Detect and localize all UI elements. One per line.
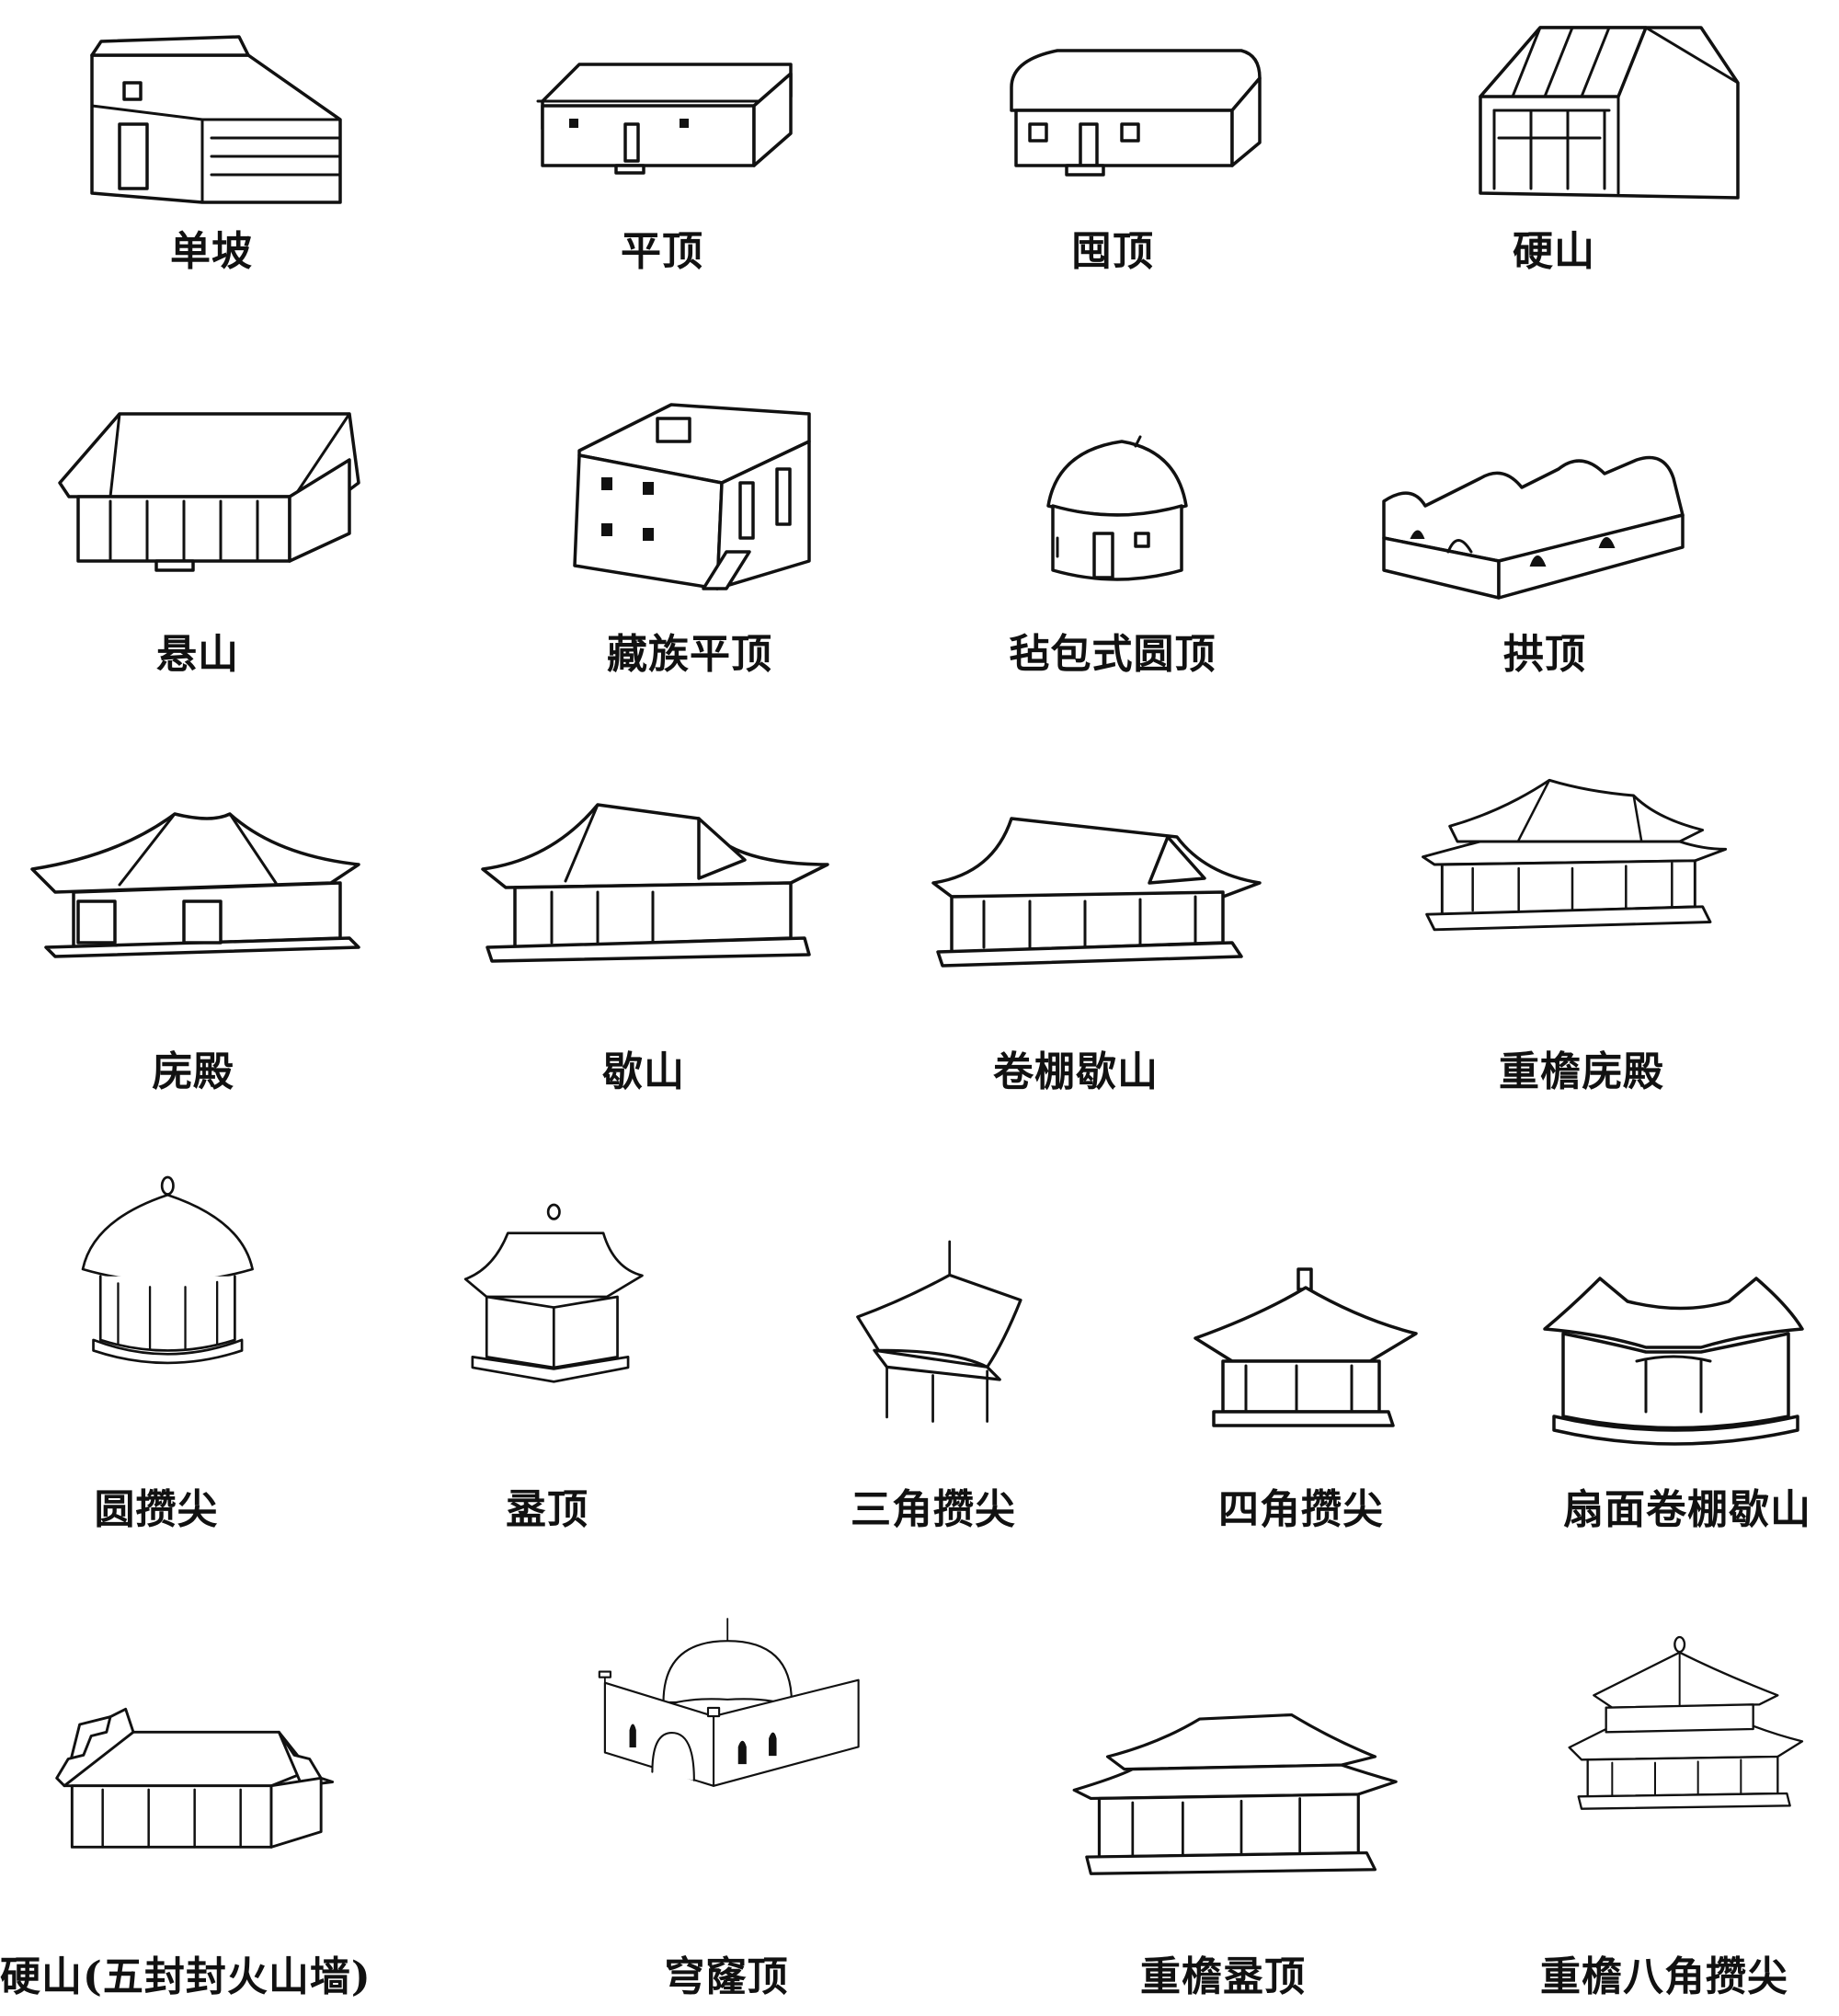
label-zhan-bao-yuan-ding: 毡包式圆顶 xyxy=(1009,631,1216,678)
illustration-zhan-bao xyxy=(1021,432,1388,616)
label-san-jiao-cuan-jian: 三角攒尖 xyxy=(851,1486,1016,1533)
label-lu-ding: 盝顶 xyxy=(506,1486,588,1533)
label-shan-mian-juan-peng-xie-shan: 扇面卷棚歇山 xyxy=(1563,1486,1811,1533)
label-xuan-shan: 悬山 xyxy=(156,631,239,678)
illustration-chong-yan-lu-ding xyxy=(1057,1711,1425,1895)
illustration-san-jiao-cuan-jian xyxy=(837,1240,1205,1426)
label-xie-shan: 歇山 xyxy=(602,1048,685,1095)
label-ping-ding: 平顶 xyxy=(621,228,703,275)
label-zang-zu-ping-ding: 藏族平顶 xyxy=(607,631,772,678)
label-si-jiao-cuan-jian: 四角攒尖 xyxy=(1218,1486,1384,1533)
illustration-lu-ding xyxy=(423,1203,791,1389)
illustration-zang-zu-ping-ding xyxy=(570,403,938,590)
illustration-qiong-lu-ding xyxy=(524,1618,892,1803)
label-chong-yan-ba-jiao-cuan-jian: 重檐八角攒尖 xyxy=(1540,1953,1788,2000)
label-juan-peng-xie-shan: 卷棚歇山 xyxy=(993,1048,1159,1095)
label-chong-yan-lu-ding: 重檐盝顶 xyxy=(1140,1953,1306,2000)
illustration-dan-po xyxy=(74,18,441,204)
illustration-juan-peng-xie-shan xyxy=(929,817,1296,1002)
illustration-xie-shan xyxy=(478,800,846,984)
illustration-si-jiao-cuan-jian xyxy=(1194,1267,1563,1453)
illustration-ying-shan xyxy=(1462,9,1830,200)
label-jiong-ding: 囤顶 xyxy=(1071,228,1154,275)
illustration-wu-dian xyxy=(28,809,395,993)
illustration-ping-ding xyxy=(515,37,883,221)
illustration-xuan-shan xyxy=(55,405,423,589)
label-qiong-lu-ding: 穹窿顶 xyxy=(664,1953,789,2000)
illustration-chong-yan-ba-jiao xyxy=(1508,1635,1839,1821)
illustration-jiong-ding xyxy=(993,28,1361,212)
illustration-shan-mian xyxy=(1543,1277,1839,1462)
illustration-chong-yan-wu-dian xyxy=(1388,773,1756,956)
label-ying-shan-feng-huo: 硬山(五封封火山墙) xyxy=(0,1953,371,2000)
label-yuan-cuan-jian: 圆攒尖 xyxy=(94,1486,219,1533)
label-dan-po: 单坡 xyxy=(170,228,253,275)
label-gong-ding: 拱顶 xyxy=(1503,631,1586,678)
illustration-ying-shan-feng-huo xyxy=(18,1701,386,1885)
illustration-yuan-cuan-jian xyxy=(37,1175,405,1365)
label-wu-dian: 庑殿 xyxy=(152,1048,234,1095)
label-ying-shan: 硬山 xyxy=(1513,228,1595,275)
illustration-gong-ding xyxy=(1370,432,1738,616)
label-chong-yan-wu-dian: 重檐庑殿 xyxy=(1499,1048,1664,1095)
